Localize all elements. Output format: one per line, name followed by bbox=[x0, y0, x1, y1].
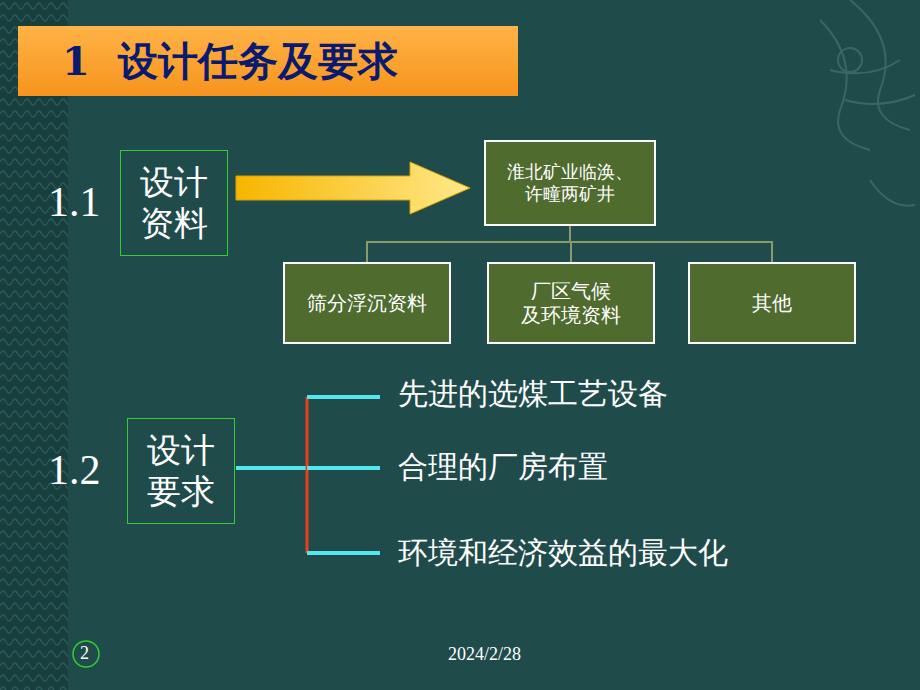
node-text: 设计 要求 bbox=[136, 430, 226, 512]
data-box: 筛分浮沉资料 bbox=[283, 262, 451, 344]
slide-title: 1 设计任务及要求 bbox=[62, 34, 398, 89]
node-text: 厂区气候 及环境资料 bbox=[497, 279, 645, 327]
tree-connector bbox=[570, 226, 772, 262]
page-number: 2 bbox=[80, 643, 89, 664]
section-box: 设计 资料 bbox=[120, 150, 228, 256]
requirement-text: 合理的厂房布置 bbox=[398, 447, 608, 488]
source-box: 淮北矿业临涣、 许疃两矿井 bbox=[484, 140, 656, 226]
section-number: 1.2 bbox=[48, 446, 101, 494]
phoenix-ornament bbox=[820, 0, 915, 206]
data-box: 厂区气候 及环境资料 bbox=[487, 262, 655, 344]
node-text: 其他 bbox=[752, 291, 792, 315]
section-box: 设计 要求 bbox=[127, 418, 235, 524]
block-arrow bbox=[236, 162, 470, 214]
bracket-spine bbox=[306, 397, 309, 553]
data-box: 其他 bbox=[688, 262, 856, 344]
slide-date: 2024/2/28 bbox=[448, 644, 521, 665]
requirement-text: 环境和经济效益的最大化 bbox=[398, 533, 728, 574]
bracket-stem bbox=[236, 466, 307, 470]
page-number-circle bbox=[73, 641, 99, 667]
node-text: 淮北矿业临涣、 许疃两矿井 bbox=[494, 161, 646, 204]
node-text: 筛分浮沉资料 bbox=[307, 291, 427, 315]
title-banner: 1 设计任务及要求 bbox=[18, 26, 518, 96]
tree-connector bbox=[570, 226, 571, 262]
section-number: 1.1 bbox=[48, 178, 101, 226]
bracket-tick bbox=[307, 395, 380, 399]
bracket-tick bbox=[307, 466, 380, 470]
tree-connector bbox=[367, 226, 570, 262]
requirement-text: 先进的选煤工艺设备 bbox=[398, 374, 668, 415]
pattern-strip bbox=[0, 0, 68, 690]
bracket-tick bbox=[307, 551, 380, 555]
node-text: 设计 资料 bbox=[129, 162, 219, 244]
